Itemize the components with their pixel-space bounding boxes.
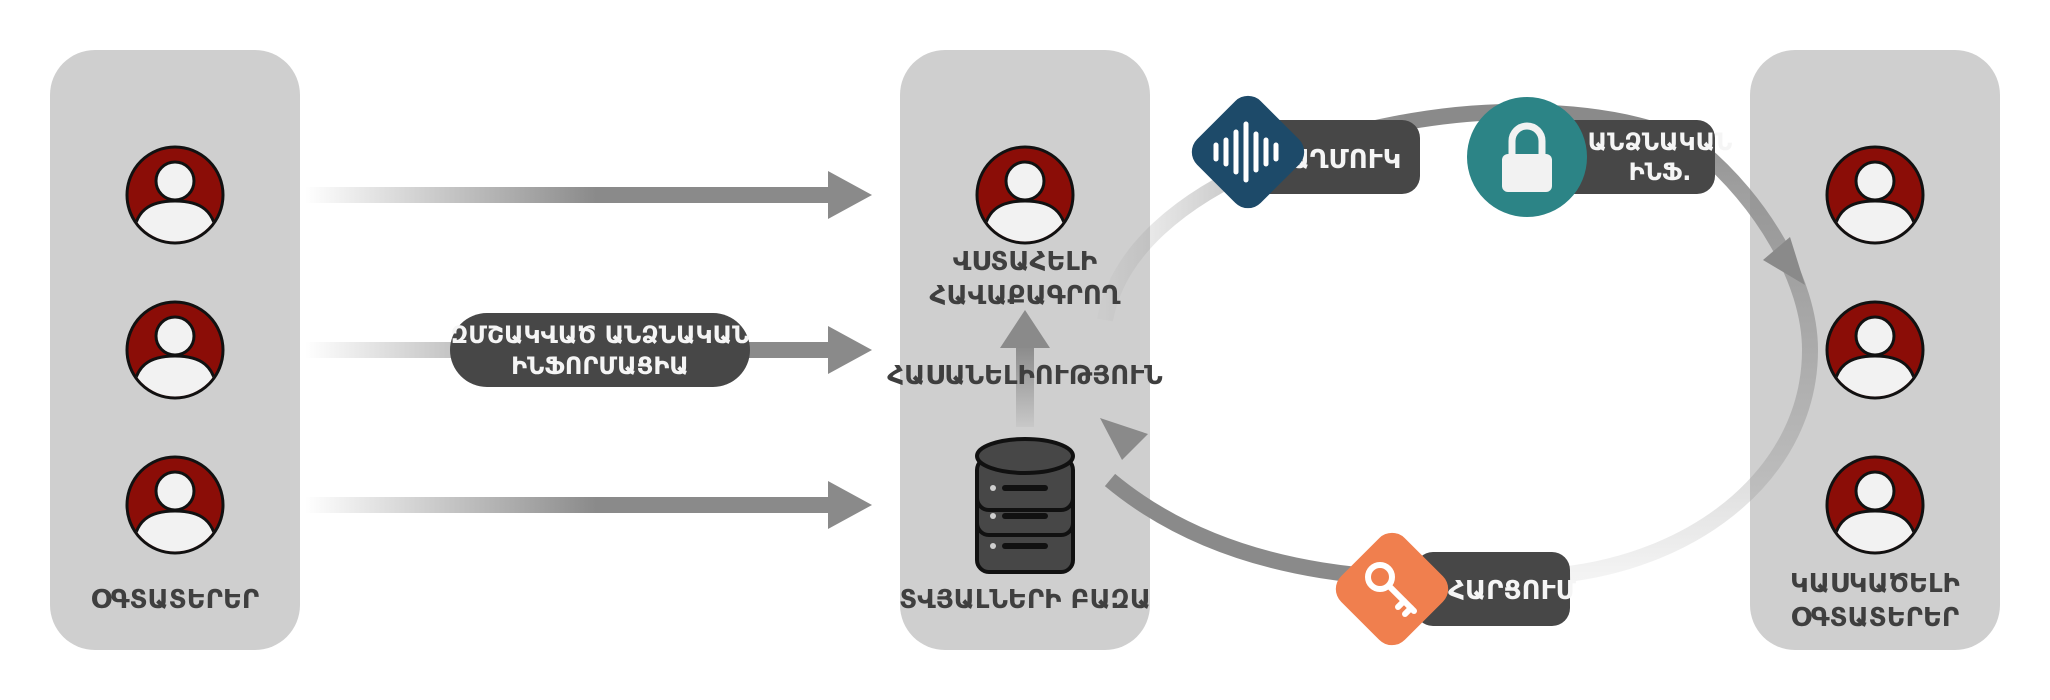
analyst-avatar-3 [1827,457,1923,553]
user-avatar-2 [127,302,223,398]
user-avatar-3 [127,457,223,553]
analysts-label-line1: ԿԱՍԿԱԾԵԼԻ [1790,569,1960,599]
cycle-right-path [1559,143,1819,583]
arrow-user1-collector [305,171,872,219]
arrow-db-collector [1000,310,1050,427]
query-label: ՀԱՐՑՈՒՄ [1448,576,1577,606]
analysts-label-line2: ՕԳՏԱՏԵՐԵՐ [1791,603,1959,633]
noise-badge: ԱՂՄՈՒԿ [1191,95,1420,209]
database-label: ՏՎՅԱԼՆԵՐԻ ԲԱԶԱ [899,585,1151,615]
audio-wave-icon [1213,121,1279,183]
collector-label-line1: ՎՍՏԱՀԵԼԻ [953,247,1097,277]
personal-info-label-line2: ԻՆՖ. [1629,158,1692,186]
database-icon [975,437,1075,574]
personal-info-badge: ԱՆՁՆԱԿԱՆ ԻՆՖ. [1467,97,1732,217]
collector-label-line2: ՀԱՎԱՔԱԳՐՈՂ [930,281,1121,311]
noise-label: ԱՂՄՈՒԿ [1289,145,1402,175]
query-badge: ՀԱՐՑՈՒՄ [1335,532,1577,646]
cycle-arrowhead-right [1763,237,1805,285]
key-icon [1365,562,1417,617]
user-avatar-1 [127,147,223,243]
lock-icon [1502,122,1552,192]
collector-avatar [977,147,1073,243]
encrypted-info-label-line1: ԶՄՇԱԿՎԱԾ ԱՆՁՆԱԿԱՆ [451,321,750,349]
encrypted-info-pill: ԶՄՇԱԿՎԱԾ ԱՆՁՆԱԿԱՆ ԻՆՖՈՐՄԱՑԻԱ [450,313,750,387]
arrow-user3-collector [305,481,872,529]
personal-info-label-line1: ԱՆՁՆԱԿԱՆ [1588,128,1733,156]
cycle-arrowhead-left [1100,418,1148,460]
analyst-avatar-2 [1827,302,1923,398]
analyst-avatar-1 [1827,147,1923,243]
users-label: ՕԳՏԱՏԵՐԵՐ [91,585,259,615]
availability-label: ՀԱՍԱՆԵԼԻՈՒԹՅՈՒՆ [887,361,1163,391]
encrypted-info-label-line2: ԻՆՖՈՐՄԱՑԻԱ [511,352,689,380]
